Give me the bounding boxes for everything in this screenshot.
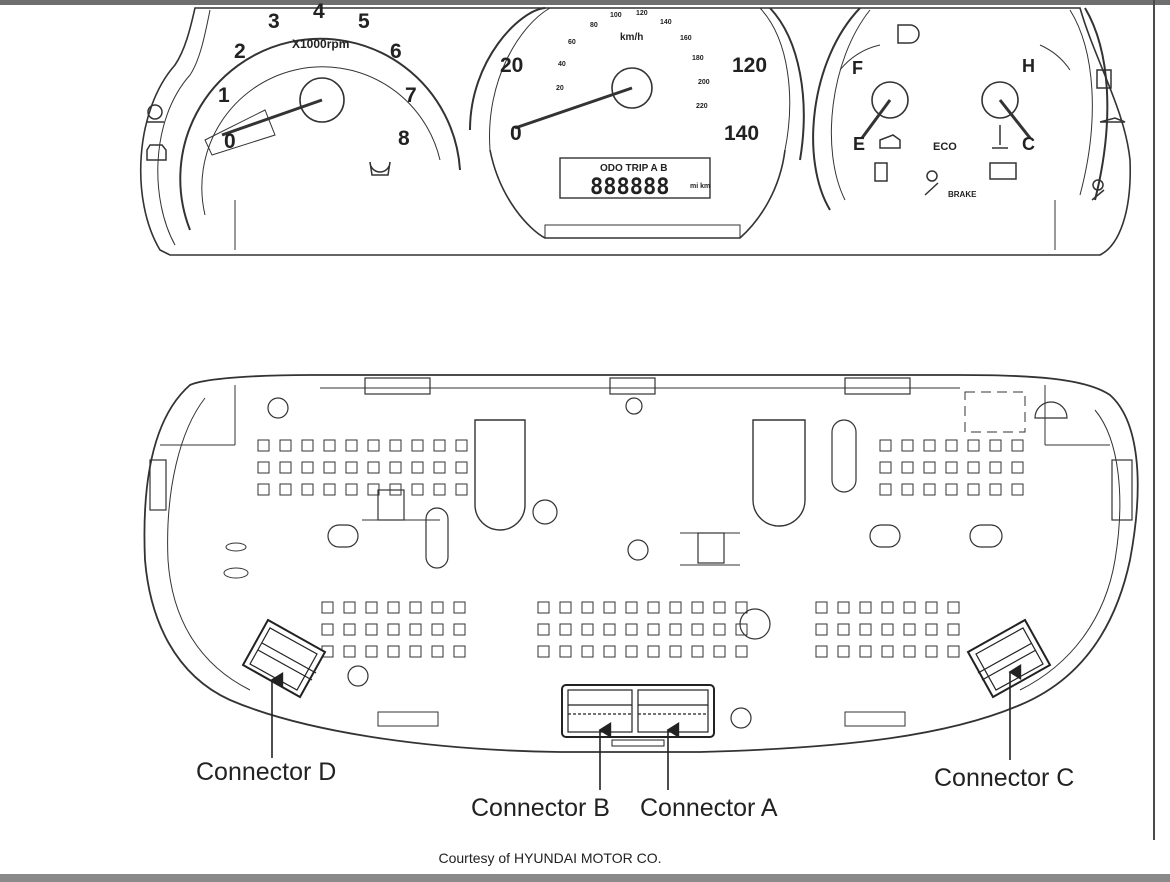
- speed-inner-number: 80: [590, 22, 598, 29]
- odometer-mode-label: ODO TRIP A B: [600, 163, 667, 174]
- door-open-icon: [1096, 69, 1112, 89]
- speed-inner-number: 60: [568, 39, 576, 46]
- speed-inner-number: 160: [680, 35, 692, 42]
- seatbelt-warning-icon: [146, 104, 164, 123]
- connector-d-label: Connector D: [196, 758, 336, 786]
- connector-b-label: Connector B: [471, 794, 610, 822]
- connector-d: [241, 618, 327, 699]
- speed-inner-number: 140: [660, 19, 672, 26]
- tach-number: 7: [405, 84, 417, 107]
- speed-outer-number: 140: [724, 122, 759, 145]
- connector-c-label: Connector C: [934, 764, 1074, 792]
- connector-c: [966, 618, 1052, 699]
- temp-hot-label: H: [1022, 56, 1035, 76]
- fuel-pump-icon: [874, 162, 888, 182]
- coolant-temp-icon: [992, 125, 1008, 149]
- speed-inner-number: 220: [696, 103, 708, 110]
- seatbelt-passenger-icon: [924, 170, 939, 196]
- battery-icon: [989, 162, 1017, 180]
- speedometer-labels: 0 20 120 140 20 40 60 80 100 120 140 160…: [500, 10, 767, 200]
- warning-icons: [146, 24, 1126, 201]
- fuel-empty-label: E: [853, 134, 865, 154]
- speedometer-gauge: [469, 7, 805, 239]
- window-bottom-border: [0, 874, 1170, 882]
- tachometer-gauge: [179, 37, 461, 231]
- eco-indicator-label: ECO: [933, 141, 957, 153]
- speed-inner-number: 120: [636, 10, 648, 17]
- connector-leader-lines: [270, 664, 1022, 790]
- fuel-temp-gauge: [812, 7, 1109, 211]
- cluster-front-view: [140, 7, 1132, 256]
- oil-pressure-icon: [879, 134, 901, 149]
- fuel-temp-labels: F E H C ECO BRAKE: [852, 56, 1035, 199]
- speed-inner-number: 40: [558, 61, 566, 68]
- tach-number: 3: [268, 10, 280, 33]
- tach-number: 1: [218, 84, 230, 107]
- speed-inner-number: 20: [556, 85, 564, 92]
- connector-a-label: Connector A: [640, 794, 778, 822]
- instrument-cluster-diagram: 0 1 2 3 4 5 6 7 8 X1000rpm 0 20 120 140 …: [140, 0, 1139, 822]
- connector-b-a: [561, 684, 715, 747]
- tach-number: 4: [313, 0, 325, 23]
- brake-indicator-label: BRAKE: [948, 190, 977, 199]
- tach-number: 5: [358, 10, 370, 33]
- speed-inner-number: 180: [692, 55, 704, 62]
- odometer-units: mi km: [690, 183, 710, 190]
- tach-unit-label: X1000rpm: [292, 37, 349, 51]
- connector-labels: Connector D Connector B Connector A Conn…: [196, 758, 1074, 822]
- fuel-full-label: F: [852, 58, 863, 78]
- window-top-border: [0, 0, 1170, 5]
- credit-caption: Courtesy of HYUNDAI MOTOR CO.: [438, 850, 662, 866]
- headlight-icon: [897, 24, 920, 44]
- speed-inner-number: 200: [698, 79, 710, 86]
- tpms-icon: [369, 161, 391, 176]
- speed-inner-number: 100: [610, 12, 622, 19]
- airbag-icon: [1091, 179, 1105, 201]
- odometer-digits: 888888: [590, 175, 669, 200]
- tach-number: 8: [398, 127, 410, 150]
- tach-number: 6: [390, 40, 402, 63]
- contact-pad-grids: [257, 439, 1024, 658]
- speed-outer-number: 0: [510, 122, 522, 145]
- window-right-border: [1153, 0, 1155, 840]
- temp-cold-label: C: [1022, 134, 1035, 154]
- tach-number: 2: [234, 40, 246, 63]
- cluster-back-view: [143, 374, 1139, 753]
- speed-unit-label: km/h: [620, 32, 643, 43]
- speed-outer-number: 120: [732, 54, 767, 77]
- speed-outer-number: 20: [500, 54, 523, 77]
- tachometer-labels: 0 1 2 3 4 5 6 7 8 X1000rpm: [218, 0, 417, 153]
- trunk-open-icon: [1099, 117, 1126, 123]
- tach-number: 0: [224, 130, 236, 153]
- check-engine-icon: [146, 144, 167, 161]
